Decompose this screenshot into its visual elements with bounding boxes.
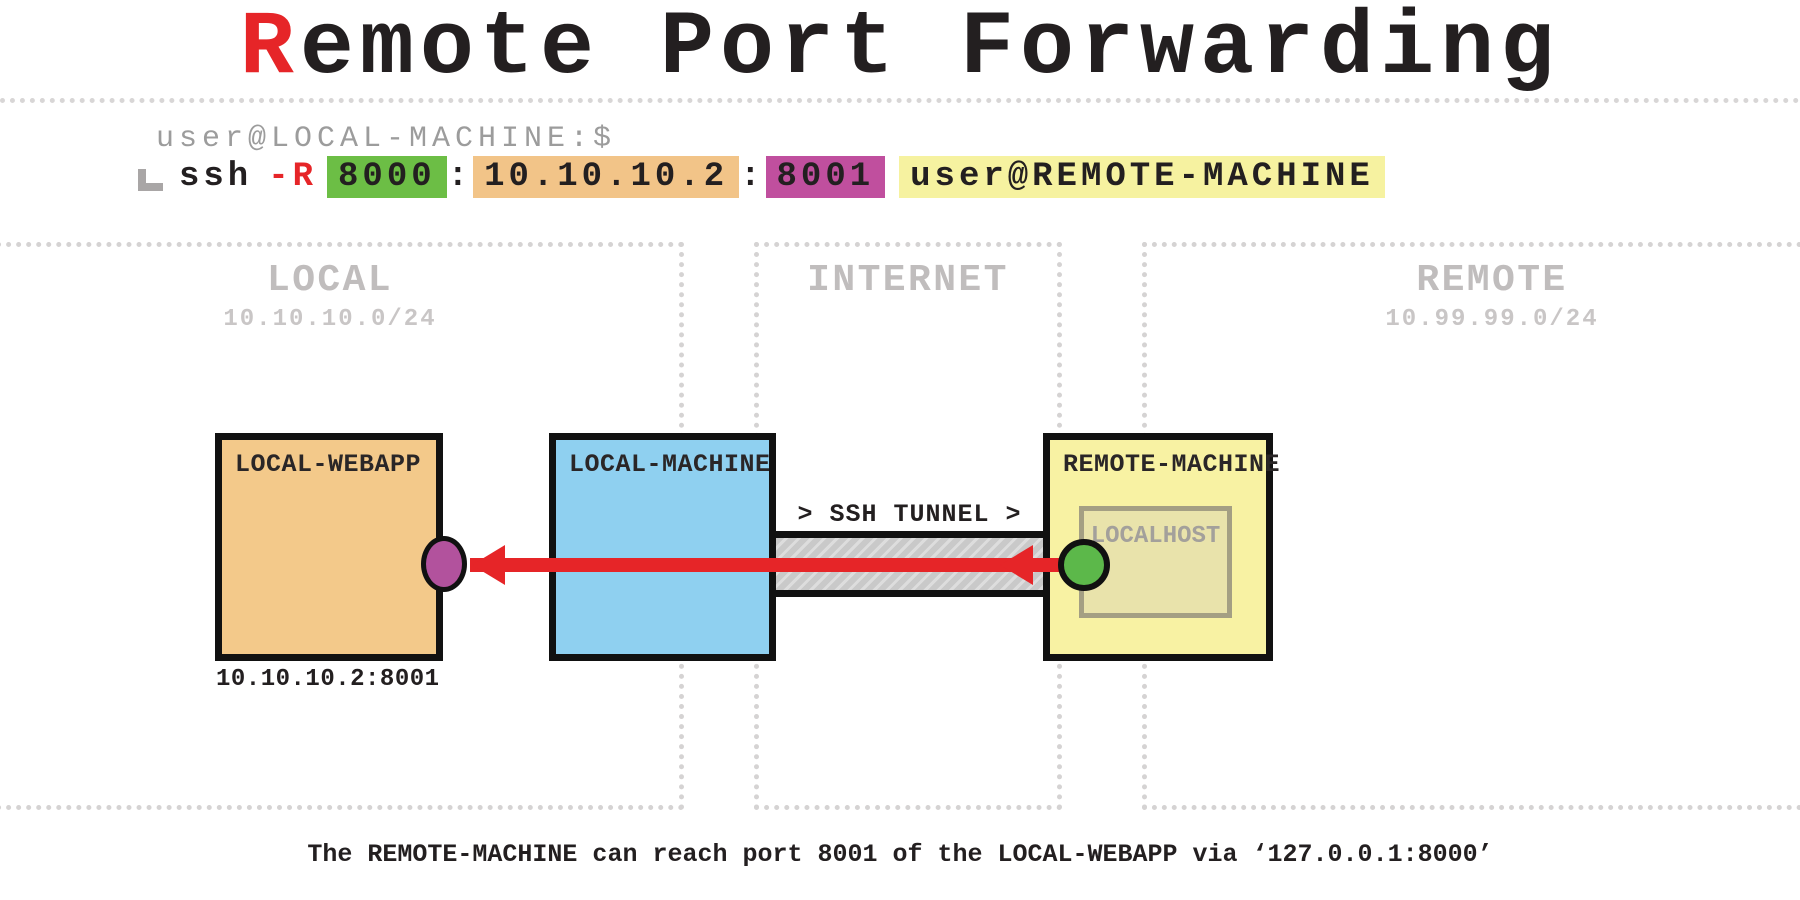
zone-remote-label: REMOTE [1416, 259, 1568, 302]
zone-local-label: LOCAL [266, 259, 394, 302]
command-separator: : [740, 158, 765, 196]
terminal-prompt-line: user@LOCAL-MACHINE:$ [156, 122, 617, 156]
local-machine-label: LOCAL-MACHINE [569, 450, 771, 479]
destination-port-chip: 8001 [765, 156, 886, 198]
return-arrow-icon [138, 169, 163, 191]
arrowhead-mid-icon [1000, 545, 1033, 585]
title-rest: emote Port Forwarding [299, 0, 1561, 100]
title-first-letter: R [239, 0, 300, 100]
local-webapp-address: 10.10.10.2:8001 [216, 666, 440, 693]
node-local-webapp: LOCAL-WEBAPP [215, 433, 443, 661]
page-title: Remote Port Forwarding [0, 0, 1800, 100]
local-webapp-label: LOCAL-WEBAPP [235, 450, 422, 479]
terminal-command-line: ssh -R 8000 : 10.10.10.2 : 8001 user@REM… [138, 154, 1385, 200]
ssh-target-chip: user@REMOTE-MACHINE [899, 156, 1385, 198]
arrowhead-left-icon [472, 545, 505, 585]
title-separator-dotted-line [0, 98, 1800, 103]
zone-remote-subnet: 10.99.99.0/24 [1385, 306, 1599, 333]
remote-bind-port-circle [1058, 539, 1110, 591]
zone-local-subnet: 10.10.10.0/24 [223, 306, 437, 333]
ssh-tunnel-label: > SSH TUNNEL > [797, 500, 1022, 529]
command-binary: ssh [179, 158, 253, 196]
destination-host-chip: 10.10.10.2 [473, 156, 740, 198]
forward-arrow-shaft [470, 558, 1084, 572]
bottom-caption: The REMOTE-MACHINE can reach port 8001 o… [307, 840, 1493, 869]
node-remote-machine: REMOTE-MACHINE LOCALHOST [1043, 433, 1281, 661]
zone-internet-label: INTERNET [807, 259, 1009, 302]
webapp-port-circle [421, 536, 467, 592]
remote-machine-label: REMOTE-MACHINE [1063, 450, 1281, 479]
remote-port-chip: 8000 [327, 156, 447, 198]
command-flag-remote: -R [268, 158, 318, 196]
localhost-label: LOCALHOST [1090, 523, 1221, 550]
node-local-machine: LOCAL-MACHINE [549, 433, 776, 661]
command-separator: : [447, 158, 473, 196]
